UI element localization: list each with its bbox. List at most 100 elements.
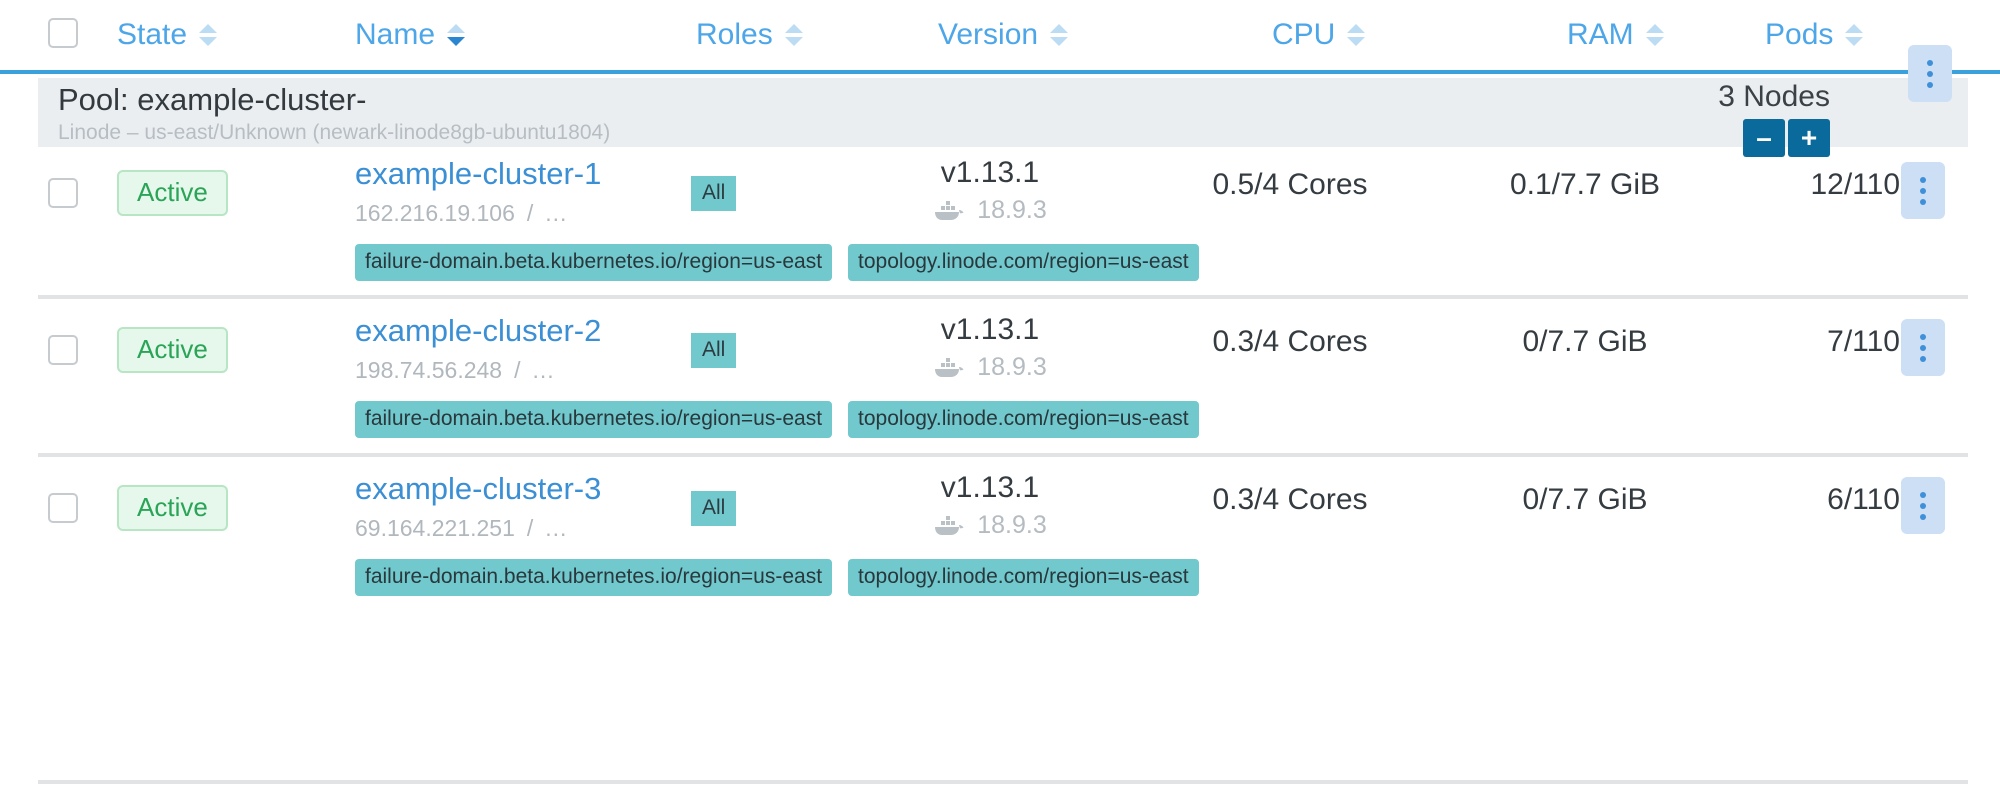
pool-node-stepper[interactable]: – +	[1743, 119, 1830, 157]
docker-whale-icon	[933, 515, 967, 536]
node-ip-more: ...	[532, 357, 555, 383]
node-label-chip[interactable]: failure-domain.beta.kubernetes.io/region…	[355, 559, 833, 596]
column-header-pods-label: Pods	[1765, 18, 1834, 51]
sort-chevron-icon[interactable]	[784, 24, 803, 46]
pods-value: 6/110	[1827, 483, 1900, 516]
sort-chevron-icon[interactable]	[1645, 24, 1664, 46]
node-ip-separator: /	[514, 357, 521, 383]
node-action-menu-button[interactable]	[1901, 162, 1945, 219]
node-label-chip[interactable]: topology.linode.com/region=us-east	[848, 244, 1199, 281]
docker-whale-icon	[933, 200, 967, 221]
node-name-link[interactable]: example-cluster-2	[355, 313, 602, 348]
column-header-cpu[interactable]: CPU	[1272, 18, 1366, 52]
column-header-pods[interactable]: Pods	[1765, 18, 1864, 52]
container-runtime-version: 18.9.3	[977, 196, 1047, 224]
kebab-dot-icon	[1920, 344, 1926, 351]
pool-node-count: 3 Nodes	[1718, 80, 1830, 113]
docker-whale-icon	[935, 515, 964, 535]
node-name-cell: example-cluster-3 69.164.221.251/...	[355, 471, 675, 542]
kebab-dot-icon	[1927, 59, 1933, 66]
column-header-cpu-label: CPU	[1272, 18, 1336, 51]
node-label-chip[interactable]: topology.linode.com/region=us-east	[848, 559, 1199, 596]
kebab-dot-icon	[1920, 502, 1926, 509]
column-header-name-label: Name	[355, 18, 436, 51]
sort-chevron-down-icon[interactable]	[447, 24, 466, 46]
pods-value: 7/110	[1827, 325, 1900, 358]
row-select-checkbox[interactable]	[48, 493, 78, 528]
node-label-chip[interactable]: topology.linode.com/region=us-east	[848, 401, 1199, 438]
node-ip-address: 162.216.19.106 /...	[355, 200, 675, 227]
sort-chevron-icon[interactable]	[1347, 24, 1366, 46]
role-chip[interactable]: All	[691, 491, 737, 526]
node-labels: failure-domain.beta.kubernetes.io/region…	[355, 559, 1199, 596]
column-header-name[interactable]: Name	[355, 18, 466, 52]
increment-node-button[interactable]: +	[1788, 119, 1830, 157]
kebab-dot-icon	[1927, 81, 1933, 88]
node-ram-cell: 0.1/7.7 GiB	[1460, 168, 1710, 202]
kebab-dot-icon	[1920, 513, 1926, 520]
status-badge-label: Active	[117, 170, 228, 216]
docker-whale-icon	[935, 200, 964, 220]
cpu-value: 0.5/4 Cores	[1212, 168, 1368, 201]
row-divider	[38, 780, 1968, 784]
container-runtime-version-row: 18.9.3	[860, 353, 1120, 382]
checkbox-box[interactable]	[48, 17, 78, 48]
node-ram-cell: 0/7.7 GiB	[1460, 483, 1710, 517]
pool-action-menu-button[interactable]	[1908, 45, 1952, 102]
docker-whale-icon	[935, 357, 964, 377]
column-header-state[interactable]: State	[117, 18, 218, 52]
node-labels: failure-domain.beta.kubernetes.io/region…	[355, 244, 1199, 281]
column-header-ram-label: RAM	[1567, 18, 1634, 51]
kebab-dot-icon	[1920, 491, 1926, 498]
kubernetes-version: v1.13.1	[940, 156, 1040, 189]
node-version-cell: v1.13.1 18.9.3	[860, 313, 1120, 382]
node-ip-value: 69.164.221.251	[355, 515, 515, 541]
checkbox-box[interactable]	[48, 335, 78, 365]
node-ip-more: ...	[545, 515, 568, 541]
checkbox-box[interactable]	[48, 493, 78, 523]
node-ip-address: 69.164.221.251/...	[355, 515, 675, 542]
decrement-node-button[interactable]: –	[1743, 119, 1785, 157]
status-badge: Active	[117, 327, 228, 373]
node-action-menu-button[interactable]	[1901, 319, 1945, 376]
kebab-dot-icon	[1920, 187, 1926, 194]
container-runtime-version-row: 18.9.3	[860, 196, 1120, 225]
pods-value: 12/110	[1810, 168, 1900, 201]
node-label-chip[interactable]: failure-domain.beta.kubernetes.io/region…	[355, 401, 833, 438]
column-header-roles-label: Roles	[696, 18, 773, 51]
role-chip[interactable]: All	[691, 176, 737, 211]
role-chip[interactable]: All	[691, 333, 737, 368]
column-header-state-label: State	[117, 18, 188, 51]
node-label-chip[interactable]: failure-domain.beta.kubernetes.io/region…	[355, 244, 833, 281]
status-badge-label: Active	[117, 327, 228, 373]
container-runtime-version-row: 18.9.3	[860, 511, 1120, 540]
cpu-value: 0.3/4 Cores	[1212, 325, 1368, 358]
node-roles-cell: All	[691, 333, 737, 368]
node-ip-value: 162.216.19.106	[355, 200, 515, 226]
select-all-checkbox[interactable]	[48, 17, 84, 53]
sort-chevron-icon[interactable]	[199, 24, 218, 46]
column-header-roles[interactable]: Roles	[696, 18, 803, 52]
node-ip-more: ...	[545, 200, 568, 226]
sort-chevron-icon[interactable]	[1845, 24, 1864, 46]
pool-subtitle: Linode – us-east/Unknown (newark-linode8…	[58, 121, 611, 144]
row-select-checkbox[interactable]	[48, 178, 78, 213]
checkbox-box[interactable]	[48, 178, 78, 208]
node-pods-cell: 7/110	[1700, 325, 1900, 359]
node-action-menu-button[interactable]	[1901, 477, 1945, 534]
node-ip-value: 198.74.56.248	[355, 357, 503, 383]
cpu-value: 0.3/4 Cores	[1212, 483, 1368, 516]
row-select-checkbox[interactable]	[48, 335, 78, 370]
column-header-ram[interactable]: RAM	[1567, 18, 1664, 52]
kebab-dot-icon	[1920, 333, 1926, 340]
sort-chevron-icon[interactable]	[1050, 24, 1069, 46]
node-name-link[interactable]: example-cluster-3	[355, 471, 602, 506]
node-ip-separator: /	[526, 200, 534, 226]
ram-value: 0.1/7.7 GiB	[1509, 168, 1661, 201]
column-header-version[interactable]: Version	[938, 18, 1069, 52]
node-name-link[interactable]: example-cluster-1	[355, 156, 602, 191]
kubernetes-version: v1.13.1	[940, 313, 1040, 346]
node-ip-address: 198.74.56.248 /...	[355, 357, 675, 384]
